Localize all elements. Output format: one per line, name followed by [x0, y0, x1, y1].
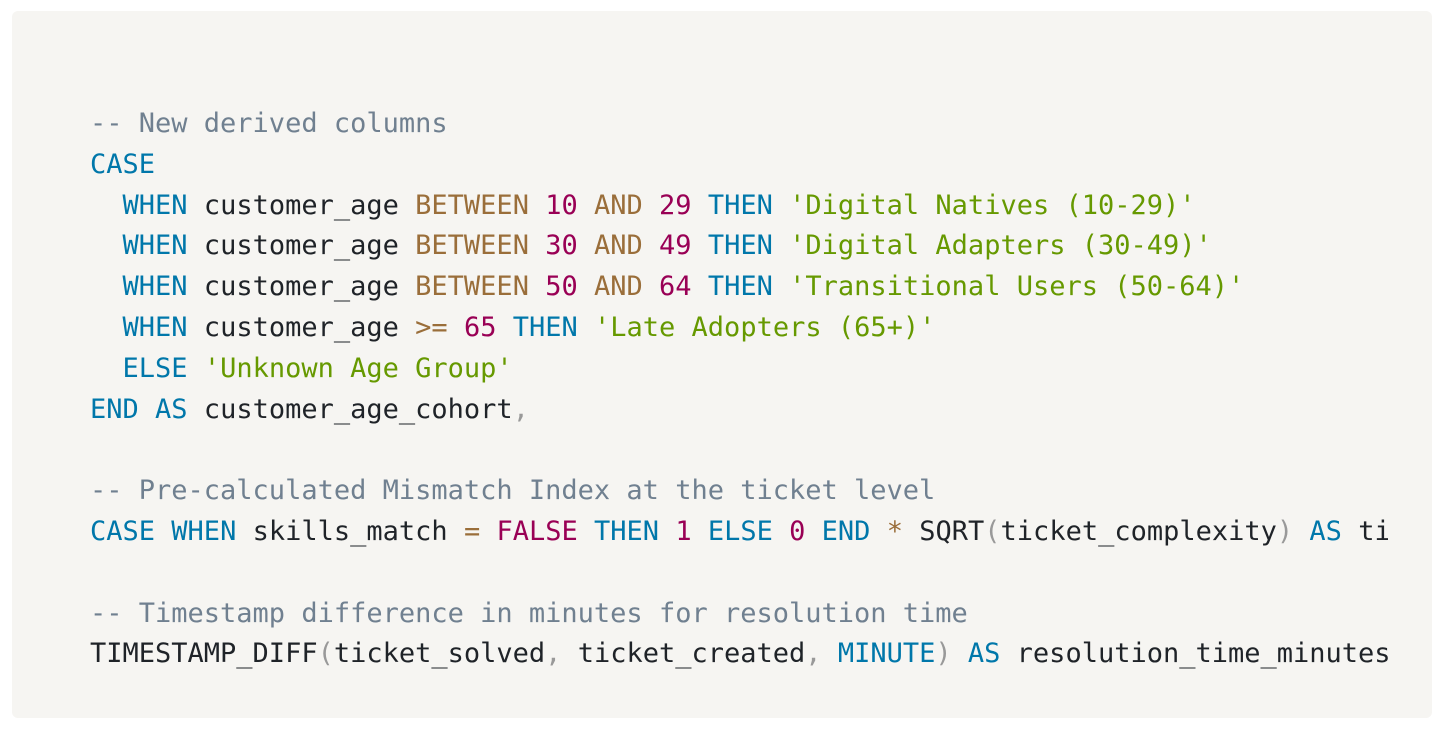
code-token-ident: resolution_time_minutes	[1016, 638, 1388, 670]
code-token-keyword: END	[821, 515, 871, 547]
code-token-number: 0	[789, 515, 806, 547]
code-token-ident: customer_age	[203, 271, 399, 303]
code-token-keyword: ELSE	[707, 515, 773, 547]
code-token-number: 30	[545, 230, 578, 262]
code-token-ident: skills_match	[252, 515, 448, 547]
code-token-number: 49	[659, 230, 692, 262]
code-token-operator: =	[463, 515, 481, 547]
code-token-keyword: WHEN	[122, 271, 188, 303]
code-token-string: 'Late Adopters (65+)'	[594, 311, 936, 343]
code-token-punct: (	[984, 515, 1001, 547]
code-token-ident: customer_age_cohort	[203, 393, 513, 425]
code-line: WHEN customer_age BETWEEN 30 AND 49 THEN…	[90, 226, 1388, 267]
code-token-keyword: CASE	[90, 148, 156, 180]
code-token-number: 29	[659, 189, 692, 221]
code-token-number: 65	[463, 311, 497, 343]
code-token-keyword: AS	[155, 393, 188, 425]
code-token-keyword: AS	[967, 638, 1001, 670]
code-token-comment: -- New derived columns	[90, 108, 448, 139]
code-token-keyword: THEN	[707, 271, 773, 303]
code-token-keyword: MINUTE	[837, 638, 936, 670]
code-line: CASE	[90, 145, 1388, 186]
code-token-keyword: WHEN	[171, 515, 237, 547]
code-token-function: TIMESTAMP_DIFF	[90, 638, 318, 670]
code-token-ident: customer_age	[203, 311, 399, 343]
code-token-punct: (	[317, 638, 334, 670]
code-token-keyword: ELSE	[122, 352, 188, 384]
code-token-keyword: THEN	[707, 230, 773, 262]
code-line: WHEN customer_age BETWEEN 10 AND 29 THEN…	[90, 186, 1388, 227]
code-line: WHEN customer_age >= 65 THEN 'Late Adopt…	[90, 308, 1388, 349]
code-token-keyword: WHEN	[122, 311, 188, 343]
code-line: -- Timestamp difference in minutes for r…	[90, 594, 1388, 635]
code-token-ident: ticket_solved	[333, 638, 546, 670]
code-token-ident: ticket_complexity	[1000, 515, 1277, 547]
code-token-keyword: THEN	[594, 515, 660, 547]
code-token-operator: AND	[594, 271, 643, 303]
code-token-operator: >=	[415, 311, 448, 343]
code-line: -- Pre-calculated Mismatch Index at the …	[90, 471, 1388, 512]
code-token-operator: BETWEEN	[415, 230, 529, 262]
code-token-string: 'Transitional Users (50-64)'	[789, 271, 1245, 303]
code-token-operator: BETWEEN	[415, 189, 529, 221]
code-token-boolean: FALSE	[496, 515, 578, 547]
code-token-string: 'Unknown Age Group'	[203, 352, 513, 384]
code-line: END AS customer_age_cohort,	[90, 390, 1388, 431]
code-line: -- New derived columns	[90, 104, 1388, 145]
code-token-operator: *	[886, 515, 903, 547]
code-token-operator: AND	[594, 189, 643, 221]
code-token-keyword: THEN	[512, 311, 578, 343]
code-line: ​	[90, 430, 1388, 471]
code-token-number: 50	[545, 271, 578, 303]
code-line: WHEN customer_age BETWEEN 50 AND 64 THEN…	[90, 267, 1388, 308]
code-token-number: 1	[675, 515, 692, 547]
code-token-ident: customer_age	[203, 230, 399, 262]
code-token-operator: BETWEEN	[415, 271, 529, 303]
code-token-comment: -- Timestamp difference in minutes for r…	[90, 597, 968, 629]
code-token-comment: -- Pre-calculated Mismatch Index at the …	[90, 475, 936, 507]
code-token-keyword: CASE	[90, 515, 156, 547]
code-token-ident: ti	[1358, 515, 1388, 547]
code-token-number: 64	[659, 271, 692, 303]
code-token-keyword: WHEN	[122, 189, 188, 221]
code-token-punct: ,	[512, 393, 529, 425]
code-token-ident: customer_age	[203, 189, 399, 221]
code-token-string: 'Digital Adapters (30-49)'	[789, 230, 1212, 262]
code-token-punct: )	[935, 638, 952, 670]
code-line: ​	[90, 553, 1388, 594]
code-token-punct: )	[1276, 515, 1294, 547]
code-token-keyword: THEN	[707, 189, 773, 221]
code-token-ident: ticket_created	[577, 638, 806, 670]
code-token-number: 10	[545, 189, 578, 221]
code-token-operator: AND	[594, 230, 643, 262]
code-token-function: SQRT	[919, 515, 985, 547]
code-token-punct: ,	[545, 638, 562, 670]
code-token-punct: ,	[805, 638, 822, 670]
code-token-keyword: END	[90, 393, 139, 425]
code-token-keyword: AS	[1309, 515, 1342, 547]
code-token-keyword: WHEN	[122, 230, 188, 262]
code-line: CASE WHEN skills_match = FALSE THEN 1 EL…	[90, 512, 1388, 553]
code-line: TIMESTAMP_DIFF(ticket_solved, ticket_cre…	[90, 634, 1388, 675]
code-token-string: 'Digital Natives (10-29)'	[789, 189, 1196, 221]
code-line: ELSE 'Unknown Age Group'	[90, 349, 1388, 390]
